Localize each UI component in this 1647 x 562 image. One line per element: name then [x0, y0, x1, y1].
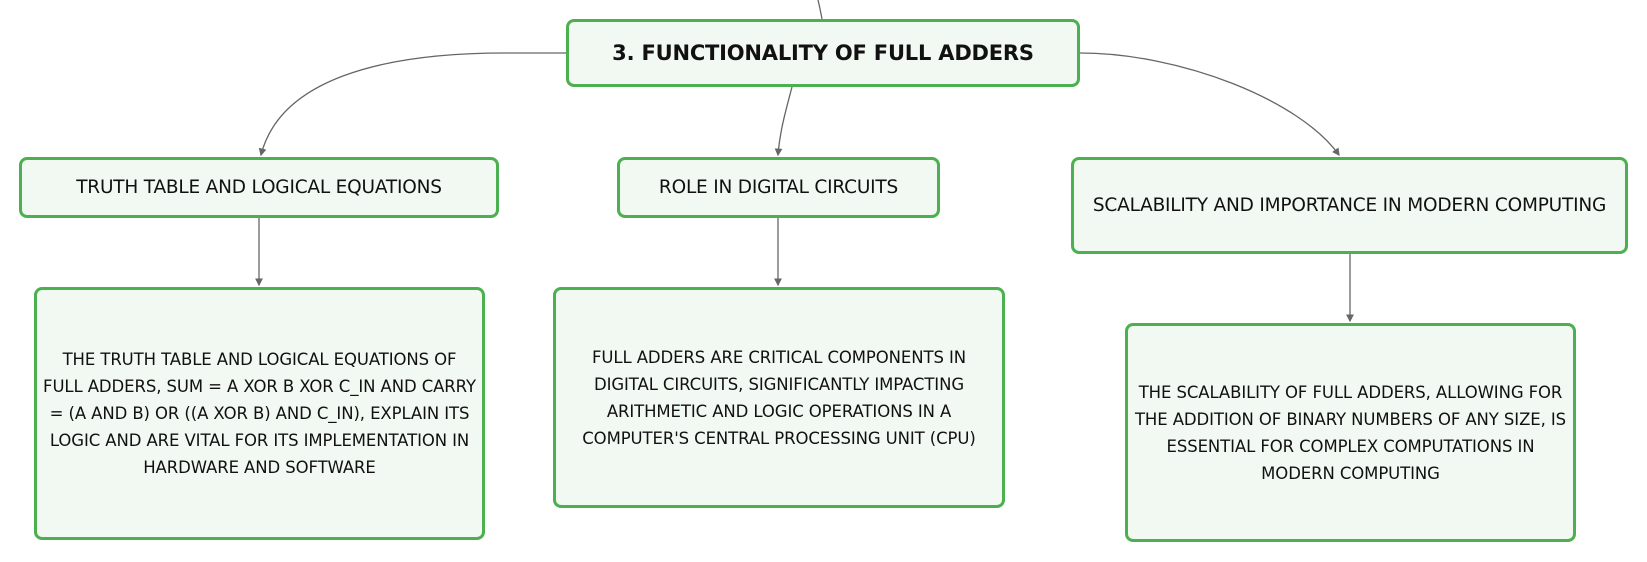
topic-node-label: SCALABILITY AND IMPORTANCE IN MODERN COM…	[1092, 195, 1607, 216]
topic-node-truth-table[interactable]: TRUTH TABLE AND LOGICAL EQUATIONS	[19, 157, 499, 218]
root-node[interactable]: 3. FUNCTIONALITY OF FULL ADDERS	[566, 19, 1080, 87]
topic-node-label: ROLE IN DIGITAL CIRCUITS	[658, 177, 899, 198]
root-node-label: 3. FUNCTIONALITY OF FULL ADDERS	[612, 41, 1034, 65]
topic-node-role-in-digital-circuits[interactable]: ROLE IN DIGITAL CIRCUITS	[617, 157, 940, 218]
detail-node-scalability[interactable]: THE SCALABILITY OF FULL ADDERS, ALLOWING…	[1125, 323, 1576, 542]
connector-from-parent	[817, 0, 823, 20]
topic-node-label: TRUTH TABLE AND LOGICAL EQUATIONS	[76, 177, 442, 198]
connector-root-to-topic-3	[1079, 52, 1340, 157]
detail-node-role-in-digital-circuits[interactable]: FULL ADDERS ARE CRITICAL COMPONENTS IN D…	[553, 287, 1005, 508]
topic-node-scalability[interactable]: SCALABILITY AND IMPORTANCE IN MODERN COM…	[1071, 157, 1628, 254]
detail-node-truth-table[interactable]: THE TRUTH TABLE AND LOGICAL EQUATIONS OF…	[34, 287, 485, 540]
connector-root-to-topic-2	[774, 86, 793, 157]
detail-node-text: FULL ADDERS ARE CRITICAL COMPONENTS IN D…	[582, 347, 976, 448]
detail-node-text: THE TRUTH TABLE AND LOGICAL EQUATIONS OF…	[43, 350, 476, 477]
detail-node-text: THE SCALABILITY OF FULL ADDERS, ALLOWING…	[1134, 382, 1567, 483]
connector-root-to-topic-1	[258, 52, 566, 157]
